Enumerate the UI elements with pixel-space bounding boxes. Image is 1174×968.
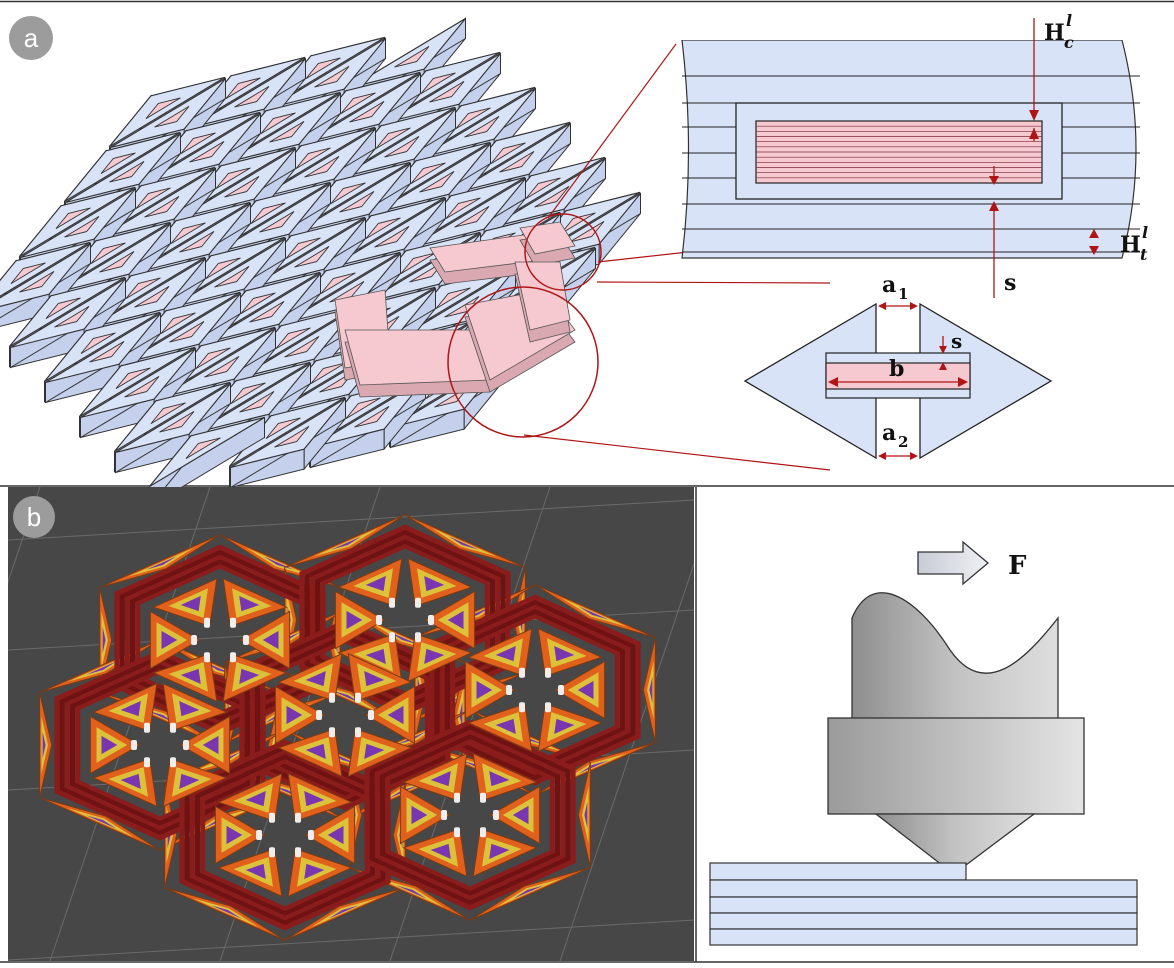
printed-triangle xyxy=(577,762,591,868)
printed-triangle xyxy=(99,534,221,588)
printed-triangle xyxy=(642,637,656,743)
svg-text:t: t xyxy=(1140,245,1148,264)
printed-triangle xyxy=(287,847,353,898)
printed-triangle xyxy=(284,514,406,568)
printed-triangle xyxy=(214,805,266,865)
printed-triangle xyxy=(222,577,288,628)
printed-triangle xyxy=(399,785,451,845)
printed-triangle xyxy=(304,805,356,865)
printed-triangle xyxy=(534,584,656,638)
printed-triangle xyxy=(152,577,218,628)
nozzle-block xyxy=(827,717,1085,815)
printed-triangle xyxy=(347,727,413,778)
zoom-line xyxy=(523,434,831,471)
label-a1: a 1 xyxy=(882,272,908,303)
panel-b-badge: b xyxy=(13,496,55,538)
printed-triangle xyxy=(467,702,533,753)
nozzle-tip xyxy=(874,813,1036,866)
printed-triangle xyxy=(217,847,283,898)
layer-top-view xyxy=(681,18,1140,298)
svg-text:1: 1 xyxy=(898,285,908,303)
printed-triangle xyxy=(424,590,476,650)
svg-text:a: a xyxy=(24,23,39,53)
zoom-line xyxy=(547,43,677,219)
printed-triangle xyxy=(162,757,228,808)
printed-triangle xyxy=(92,757,158,808)
printed-triangle xyxy=(347,652,413,703)
printed-triangle xyxy=(284,887,406,941)
printed-triangle xyxy=(472,827,538,878)
label-b: b xyxy=(889,356,904,382)
triangle-tile xyxy=(230,397,346,489)
zoom-line xyxy=(596,281,831,284)
printed-triangle xyxy=(334,590,386,650)
label-ht: H l t xyxy=(1120,223,1148,264)
svg-text:2: 2 xyxy=(898,433,908,451)
printed-triangle xyxy=(164,887,286,941)
printed-triangle xyxy=(469,867,591,921)
printed-layers xyxy=(709,862,1138,946)
printed-triangle xyxy=(39,797,161,851)
printed-triangle xyxy=(222,652,288,703)
printed-triangle xyxy=(464,660,516,720)
print-preview xyxy=(8,487,694,961)
svg-text:c: c xyxy=(1064,33,1074,52)
svg-text:H: H xyxy=(1044,20,1065,46)
printed-triangle xyxy=(287,772,353,823)
printed-triangle xyxy=(407,557,473,608)
printed-triangle xyxy=(152,652,218,703)
printed-triangle xyxy=(337,632,403,683)
label-force: F xyxy=(1008,551,1027,581)
triangle-tile xyxy=(149,416,265,508)
force-arrow xyxy=(917,540,990,586)
zoom-line xyxy=(597,251,689,263)
svg-text:b: b xyxy=(27,502,41,532)
printed-triangle xyxy=(537,627,603,678)
label-s-section: s xyxy=(951,329,962,353)
printed-triangle xyxy=(277,652,343,703)
printed-triangle xyxy=(407,632,473,683)
printed-triangle xyxy=(537,702,603,753)
printed-triangle xyxy=(39,692,53,798)
triangle-tile xyxy=(45,312,161,404)
label-a2: a 2 xyxy=(882,420,908,451)
printed-triangle xyxy=(239,610,291,670)
hinge-beam xyxy=(825,362,971,390)
svg-text:l: l xyxy=(1066,11,1072,30)
svg-text:H: H xyxy=(1120,232,1141,258)
printed-triangle xyxy=(92,682,158,733)
printed-triangle xyxy=(404,514,526,568)
svg-text:a: a xyxy=(882,420,896,446)
svg-text:a: a xyxy=(882,272,896,298)
printed-triangle xyxy=(402,752,468,803)
hinge-cross-section xyxy=(743,302,1053,460)
printed-triangle xyxy=(489,785,541,845)
printed-triangle xyxy=(217,772,283,823)
zoom-circle-large xyxy=(447,286,599,438)
svg-text:l: l xyxy=(1142,223,1148,242)
label-hc: H l c xyxy=(1044,11,1074,52)
printed-triangle xyxy=(149,610,201,670)
printed-triangle xyxy=(472,752,538,803)
print-nozzle xyxy=(827,592,1085,866)
printed-triangle xyxy=(277,727,343,778)
printed-triangle xyxy=(467,627,533,678)
printed-triangle xyxy=(402,827,468,878)
panel-a-badge: a xyxy=(9,16,53,60)
printed-triangle xyxy=(364,685,416,745)
label-s-top: s xyxy=(1004,270,1016,296)
printed-triangle xyxy=(274,685,326,745)
nozzle-upper-body xyxy=(851,592,1059,721)
zoom-circle-small xyxy=(524,213,602,291)
printed-triangle xyxy=(162,682,228,733)
triangle-tile xyxy=(115,382,231,474)
printed-triangle xyxy=(337,557,403,608)
pink-beam-path xyxy=(334,221,576,398)
printed-triangle xyxy=(89,715,141,775)
printed-triangle xyxy=(179,715,231,775)
printed-triangle xyxy=(554,660,606,720)
